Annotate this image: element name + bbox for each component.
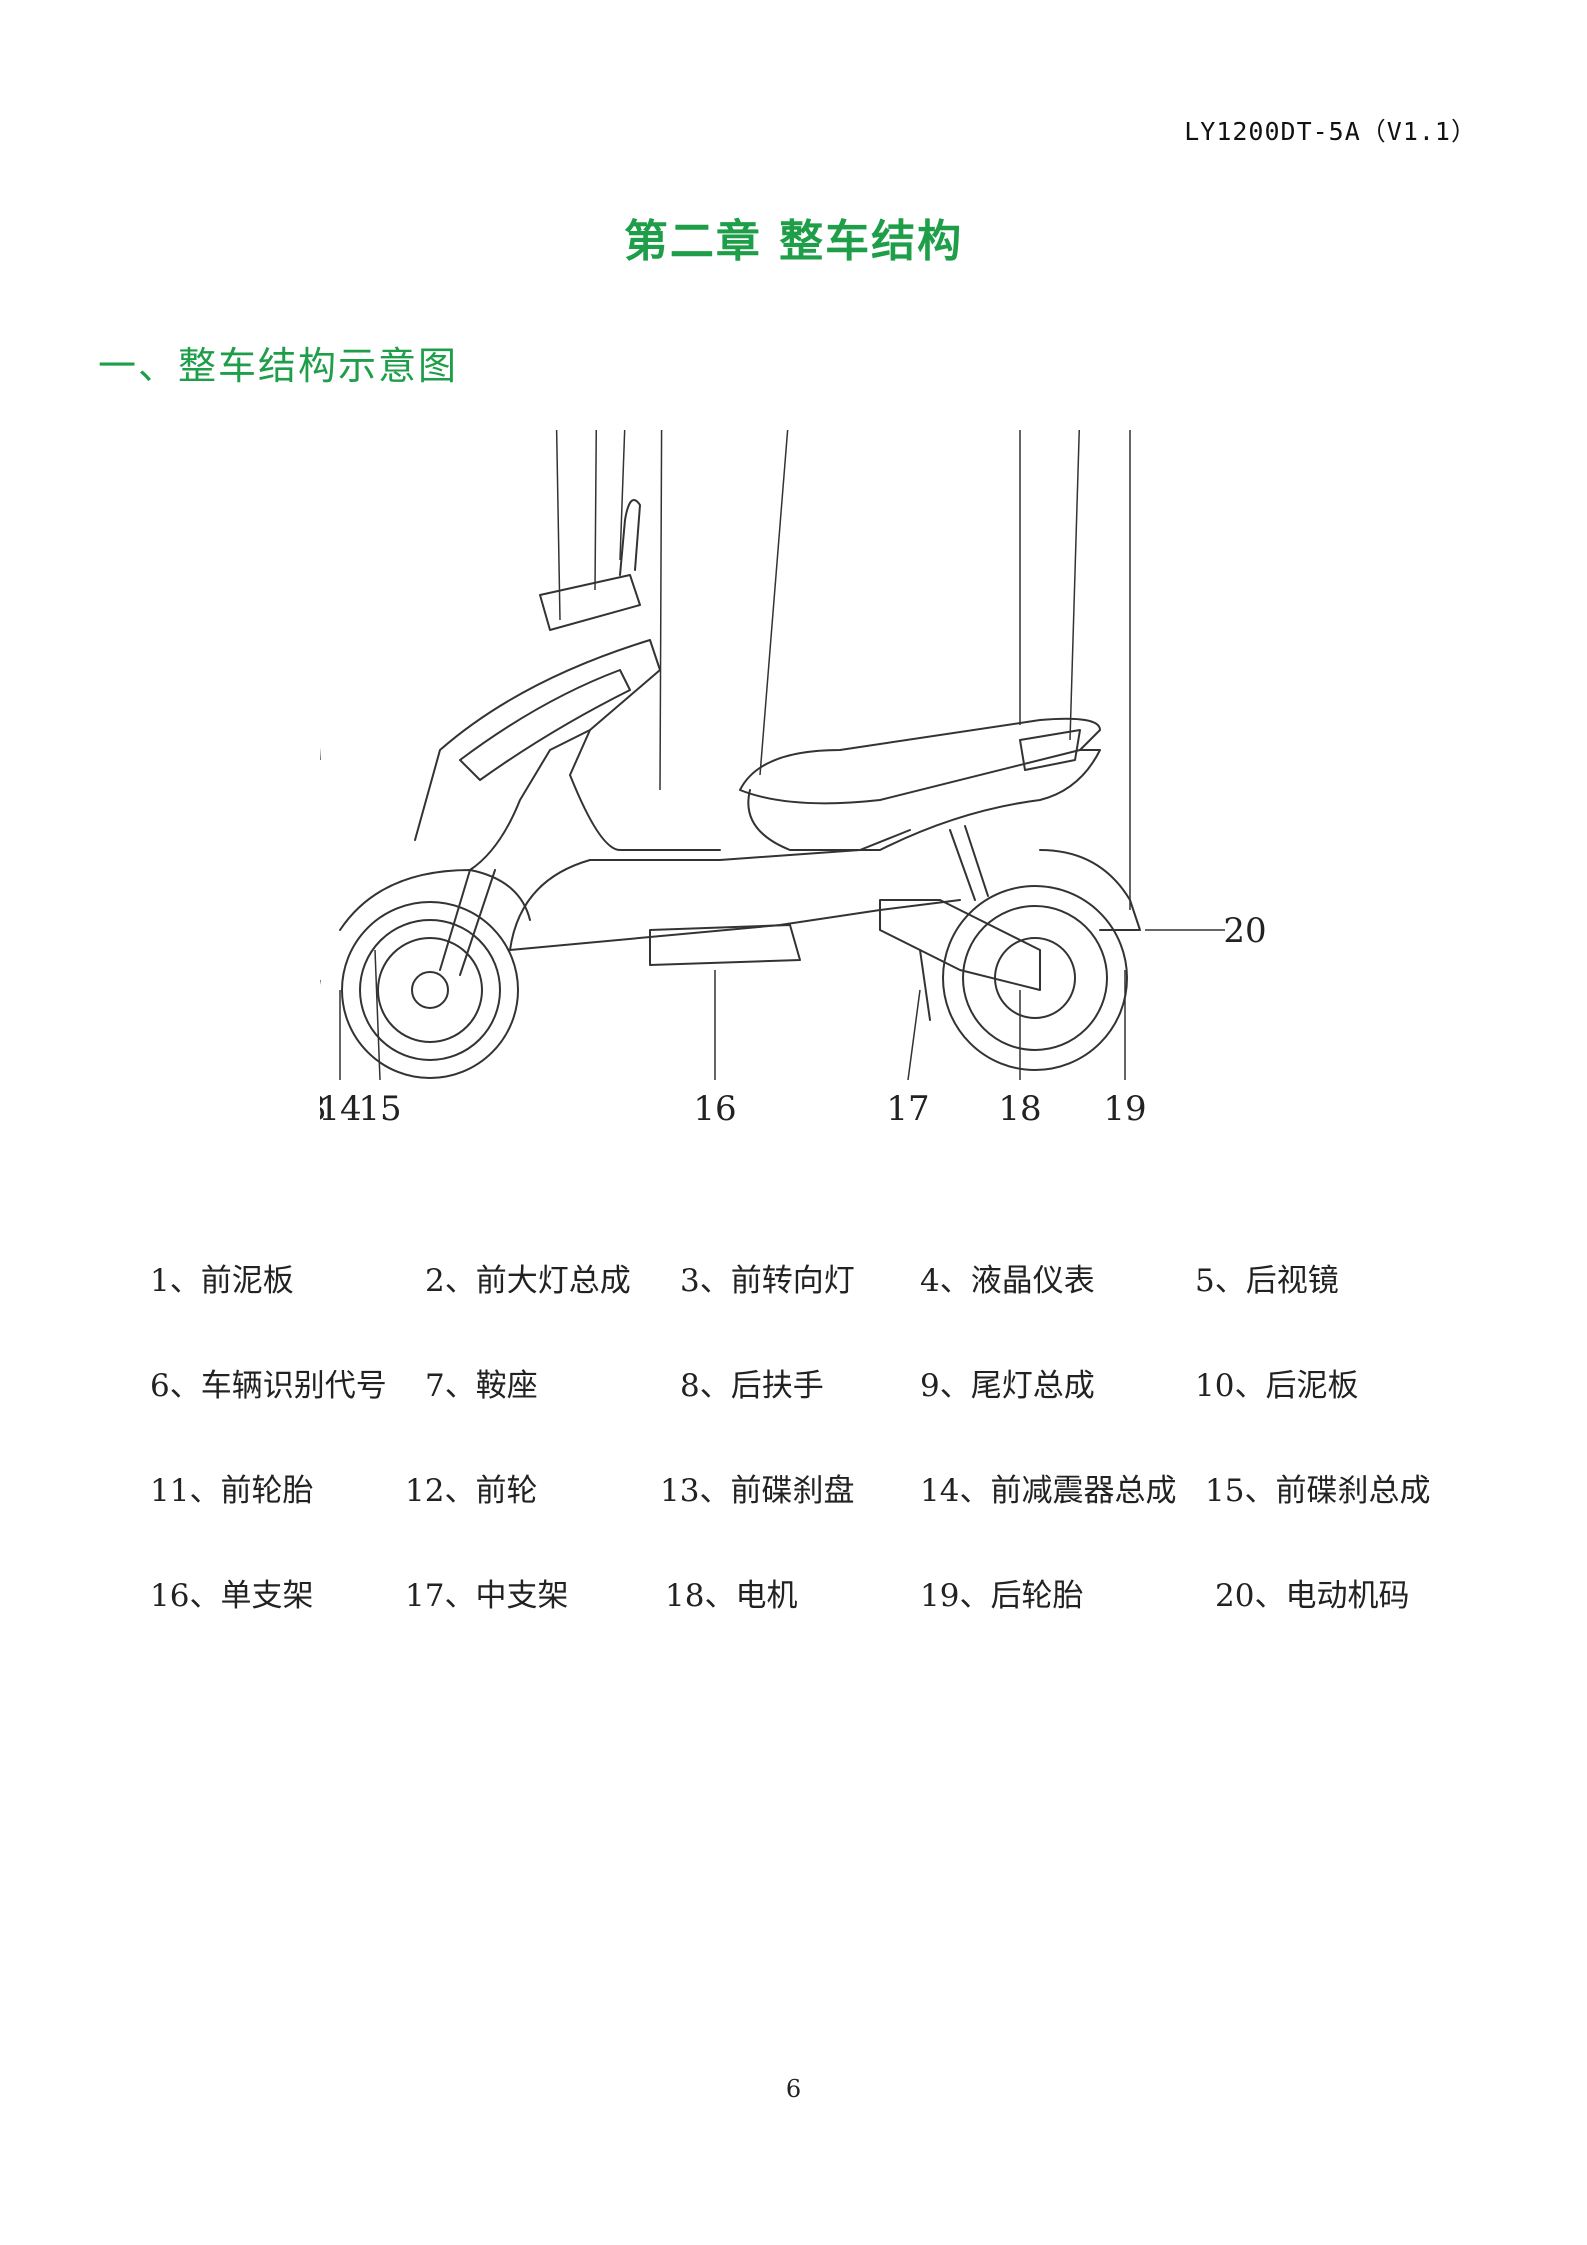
legend-row: 1、前泥板 2、前大灯总成 3、前转向灯 4、液晶仪表 5、后视镜: [150, 1255, 1470, 1360]
legend-item: 19、后轮胎: [920, 1578, 1084, 1614]
legend-item: 4、液晶仪表: [920, 1263, 1095, 1299]
parts-legend: 1、前泥板 2、前大灯总成 3、前转向灯 4、液晶仪表 5、后视镜 6、车辆识别…: [150, 1255, 1470, 1675]
tail-light-outline: [1019, 729, 1081, 771]
page-number: 6: [785, 2075, 802, 2103]
legend-item: 13、前碟刹盘: [660, 1473, 855, 1509]
legend-item: 18、电机: [665, 1578, 798, 1614]
scooter-line-drawing: 1 2 3 4 5 6 7 8 9 10 11 12 13 14 15 16 1…: [320, 430, 1267, 1129]
front-tire-outline: [341, 901, 519, 1079]
callout-13: 13: [320, 1089, 327, 1129]
battery-box-outline: [649, 924, 801, 966]
handlebar-outline: [539, 574, 641, 631]
legend-item: 20、电动机码: [1215, 1578, 1410, 1614]
callout-14: 14: [320, 1089, 362, 1129]
legend-item: 14、前减震器总成: [920, 1473, 1177, 1509]
legend-item: 7、鞍座: [425, 1368, 538, 1404]
callout-17: 17: [886, 1089, 929, 1129]
callout-20: 20: [1223, 911, 1266, 951]
legend-item: 9、尾灯总成: [920, 1368, 1095, 1404]
front-fender-outline: [339, 869, 531, 931]
legend-item: 12、前轮: [405, 1473, 538, 1509]
scooter-structure-diagram: 1 2 3 4 5 6 7 8 9 10 11 12 13 14 15 16 1…: [320, 430, 1300, 1190]
legend-row: 11、前轮胎 12、前轮 13、前碟刹盘 14、前减震器总成 15、前碟刹总成: [150, 1465, 1470, 1570]
legend-item: 15、前碟刹总成: [1205, 1473, 1431, 1509]
rear-tire-outline: [942, 885, 1128, 1071]
legend-row: 6、车辆识别代号 7、鞍座 8、后扶手 9、尾灯总成 10、后泥板: [150, 1360, 1470, 1465]
floorboard-outline: [509, 829, 911, 951]
headlight-outline: [459, 669, 631, 781]
front-disc-outline: [377, 937, 483, 1043]
legend-item: 5、后视镜: [1195, 1263, 1339, 1299]
rear-body-outline: [747, 749, 1101, 851]
legend-item: 8、后扶手: [680, 1368, 824, 1404]
legend-item: 17、中支架: [405, 1578, 569, 1614]
rear-shock-outline: [949, 825, 989, 901]
legend-item: 10、后泥板: [1195, 1368, 1359, 1404]
front-body-outline: [414, 639, 661, 871]
legend-item: 6、车辆识别代号: [150, 1368, 387, 1404]
chapter-title: 第二章 整车结构: [623, 216, 964, 267]
callout-18: 18: [998, 1089, 1041, 1129]
swing-arm-outline: [879, 899, 1041, 991]
seat-outline: [739, 717, 1101, 805]
center-stand-outline: [919, 949, 931, 1021]
mirror-outline: [619, 499, 641, 576]
document-code: LY1200DT-5A（V1.1）: [1184, 117, 1477, 146]
body-bottom-outline: [509, 899, 961, 951]
callout-15: 15: [358, 1089, 401, 1129]
legend-item: 11、前轮胎: [150, 1473, 314, 1509]
legend-item: 1、前泥板: [150, 1263, 294, 1299]
legend-item: 3、前转向灯: [680, 1263, 855, 1299]
legend-item: 2、前大灯总成: [425, 1263, 631, 1299]
front-fork-outline: [439, 869, 496, 976]
callout-19: 19: [1103, 1089, 1146, 1129]
legend-row: 16、单支架 17、中支架 18、电机 19、后轮胎 20、电动机码: [150, 1570, 1470, 1675]
section-title: 一、整车结构示意图: [98, 344, 459, 388]
rear-fender-outline: [1039, 849, 1141, 931]
callout-16: 16: [693, 1089, 736, 1129]
legend-item: 16、单支架: [150, 1578, 314, 1614]
